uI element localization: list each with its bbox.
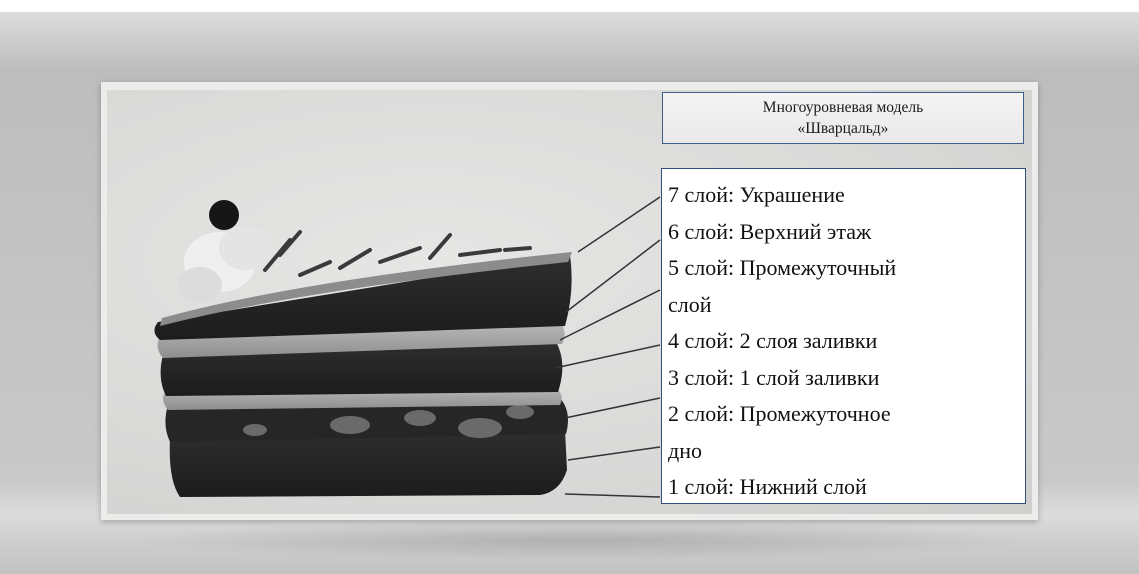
layer-3-label: 3 слой: 1 слой заливки [668, 360, 1019, 397]
layer-5-label: 5 слой: Промежуточный [668, 250, 1019, 287]
layer-6-label: 6 слой: Верхний этаж [668, 214, 1019, 251]
layer-7-label: 7 слой: Украшение [668, 177, 1019, 214]
model-title-line-2: «Шварцальд» [663, 118, 1023, 139]
layers-legend-box: 7 слой: Украшение 6 слой: Верхний этаж 5… [661, 168, 1026, 504]
pointer-lines [555, 197, 660, 497]
layer-2-label-continued: дно [668, 433, 1019, 470]
layer-5-label-continued: слой [668, 287, 1019, 324]
model-title-box: Многоуровневая модель «Шварцальд» [662, 92, 1024, 144]
layer-2-label: 2 слой: Промежуточное [668, 396, 1019, 433]
model-title-line-1: Многоуровневая модель [663, 97, 1023, 118]
layer-4-label: 4 слой: 2 слоя заливки [668, 323, 1019, 360]
layer-1-label: 1 слой: Нижний слой [668, 469, 1019, 506]
